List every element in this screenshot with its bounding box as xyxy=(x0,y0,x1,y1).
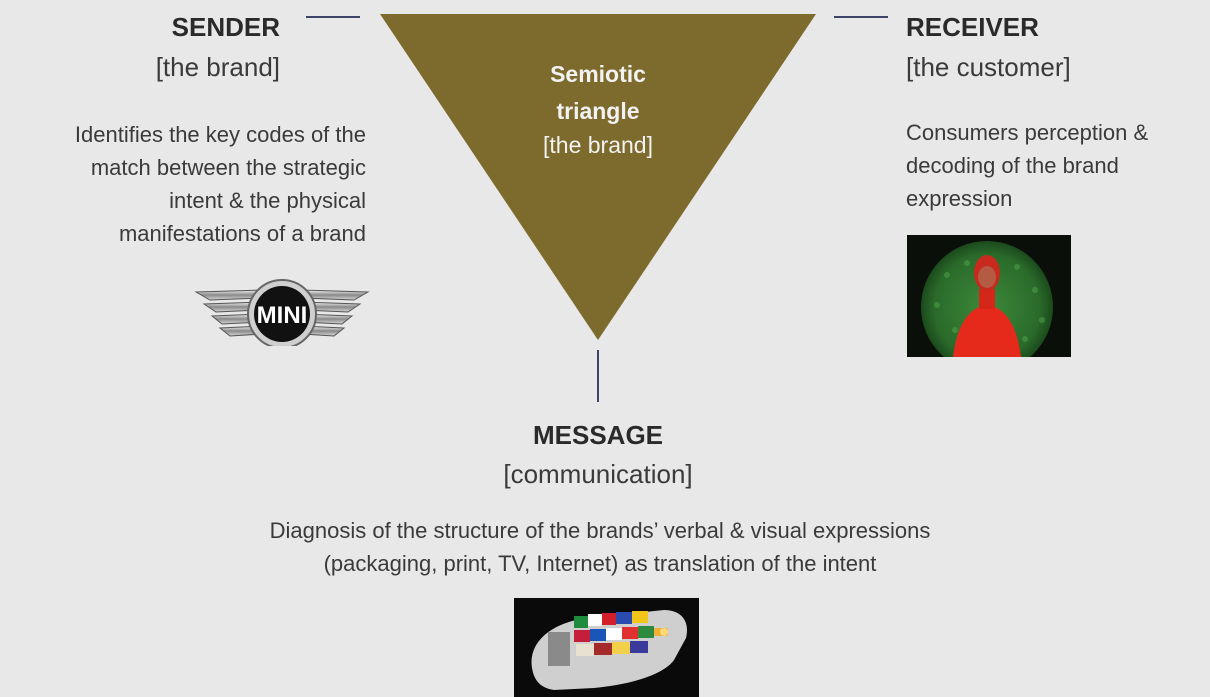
triangle-label: Semiotic triangle [the brand] xyxy=(498,56,698,159)
triangle-subtitle: [the brand] xyxy=(543,132,653,158)
mini-logo-graphic: MINI xyxy=(194,279,370,346)
sender-description: Identifies the key codes of the match be… xyxy=(0,118,366,250)
sender-title: SENDER xyxy=(171,12,280,42)
sender-desc-line: intent & the physical xyxy=(169,188,366,213)
message-desc-line: Diagnosis of the structure of the brands… xyxy=(269,518,931,543)
message-photo xyxy=(514,598,699,697)
receiver-description: Consumers perception & decoding of the b… xyxy=(906,116,1206,215)
sender-desc-line: Identifies the key codes of the xyxy=(74,122,366,147)
receiver-desc-line: Consumers perception & xyxy=(906,120,1149,145)
receiver-desc-line: decoding of the brand xyxy=(906,153,1119,178)
mini-logo-text: MINI xyxy=(257,302,308,329)
receiver-photo-graphic xyxy=(921,241,1053,357)
message-subtitle: [communication] xyxy=(503,459,693,489)
triangle-title-line2: triangle xyxy=(556,98,640,124)
message-desc-line: (packaging, print, TV, Internet) as tran… xyxy=(323,551,877,576)
mini-logo: MINI xyxy=(192,268,372,346)
semiotic-triangle xyxy=(380,14,816,340)
sender-subtitle: [the brand] xyxy=(155,52,280,82)
message-description: Diagnosis of the structure of the brands… xyxy=(100,514,1100,580)
flag-collage xyxy=(574,611,654,656)
receiver-subtitle: [the customer] xyxy=(906,52,1071,82)
sender-desc-line: manifestations of a brand xyxy=(118,221,366,246)
message-photo-graphic xyxy=(531,610,688,690)
receiver-photo xyxy=(907,235,1071,357)
receiver-title: RECEIVER xyxy=(906,12,1039,42)
sender-desc-line: match between the strategic xyxy=(90,155,366,180)
message-title: MESSAGE xyxy=(532,420,664,450)
triangle-title-line1: Semiotic xyxy=(550,61,646,87)
receiver-desc-line: expression xyxy=(906,186,1013,211)
